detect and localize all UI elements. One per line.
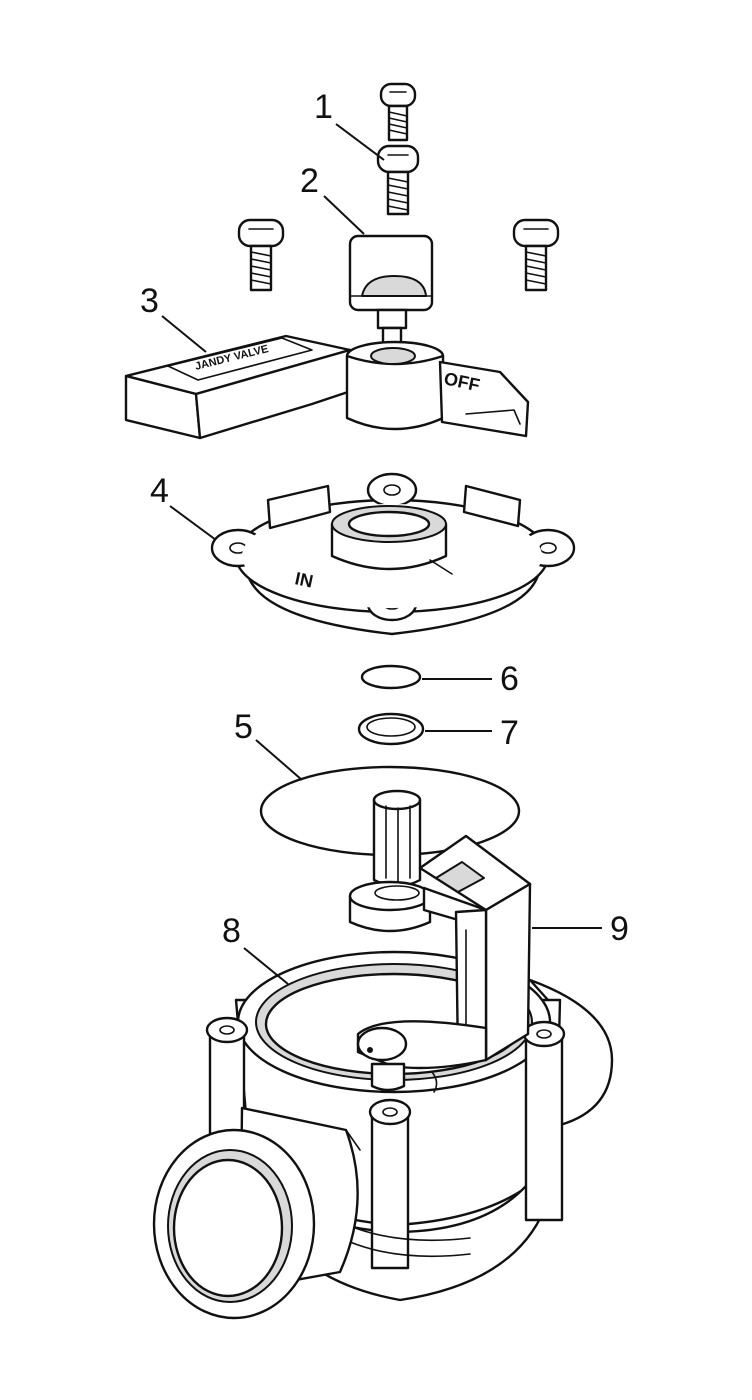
valve-lid: IN <box>210 472 576 636</box>
leader-5 <box>255 739 303 781</box>
handle-knob <box>348 234 434 364</box>
oring-7 <box>357 712 425 746</box>
callouts: 1 2 3 4 5 6 7 8 9 <box>140 88 629 950</box>
in-label: IN <box>293 568 315 591</box>
callout-8: 8 <box>222 912 241 950</box>
callout-1: 1 <box>314 88 333 126</box>
leader-lines <box>161 123 602 985</box>
leader-3 <box>161 315 207 353</box>
callout-9: 9 <box>610 910 629 948</box>
callout-5: 5 <box>234 708 253 746</box>
callout-3: 3 <box>140 282 159 320</box>
screw-upper-second <box>376 144 420 216</box>
valve-body <box>152 950 614 1320</box>
leader-1 <box>335 123 385 161</box>
diverter <box>348 789 532 1093</box>
callout-2: 2 <box>300 162 319 200</box>
oring-6 <box>360 664 422 690</box>
callout-4: 4 <box>150 472 169 510</box>
callout-6: 6 <box>500 660 519 698</box>
leader-4 <box>169 505 217 541</box>
leader-8 <box>243 947 289 985</box>
leader-2 <box>323 195 365 235</box>
callout-7: 7 <box>500 714 519 752</box>
screw-left <box>237 218 285 292</box>
valve-handle: JANDY VALVE OFF <box>124 334 530 440</box>
screw-right <box>512 218 560 292</box>
screw-top <box>379 82 417 142</box>
